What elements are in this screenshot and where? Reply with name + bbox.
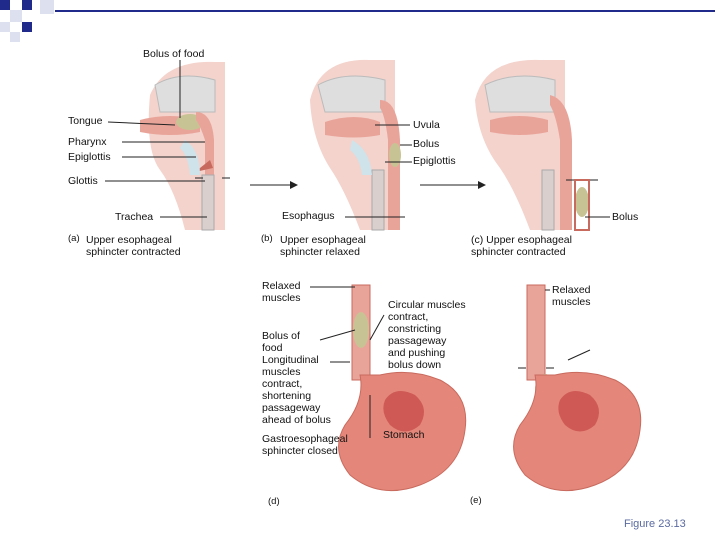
figure-caption: Figure 23.13 — [624, 518, 686, 530]
label-glottis: Glottis — [68, 175, 98, 187]
label-bolus-of-food: Bolus of food — [143, 48, 205, 60]
label-longitudinal-muscles: Longitudinal muscles contract, shortenin… — [262, 354, 331, 426]
panel-label-b: (b) — [261, 233, 273, 244]
label-relaxed-muscles-d: Relaxed muscles — [262, 280, 301, 304]
label-upper-sphincter-contracted-a: Upper esophageal sphincter contracted — [86, 234, 181, 258]
esophagus-stomach-e — [513, 284, 642, 492]
label-esophagus: Esophagus — [282, 210, 335, 222]
panel-label-e: (e) — [470, 495, 482, 506]
label-upper-sphincter-relaxed: Upper esophageal sphincter relaxed — [280, 234, 366, 258]
label-epiglottis-b: Epiglottis — [413, 155, 456, 167]
label-bolus-of-food-d: Bolus of food — [262, 330, 300, 354]
label-stomach: Stomach — [383, 429, 425, 441]
label-bolus-b: Bolus — [413, 138, 440, 150]
bolus-b — [389, 143, 401, 167]
label-circular-muscles: Circular muscles contract, constricting … — [388, 299, 466, 371]
label-gastroesophageal-closed: Gastroesophageal sphincter closed — [262, 433, 348, 457]
label-pharynx: Pharynx — [68, 136, 107, 148]
label-bolus-c: Bolus — [612, 211, 639, 223]
bolus-d — [353, 312, 369, 348]
label-upper-sphincter-contracted-c: (c) Upper esophageal sphincter contracte… — [471, 234, 572, 258]
label-relaxed-muscles-e: Relaxed muscles — [552, 284, 591, 308]
label-epiglottis: Epiglottis — [68, 151, 111, 163]
label-tongue: Tongue — [68, 115, 103, 127]
label-uvula: Uvula — [413, 119, 440, 131]
bolus-c — [575, 187, 589, 217]
label-trachea: Trachea — [115, 211, 154, 223]
head-section-b — [310, 59, 401, 231]
panel-label-a: (a) — [68, 233, 80, 244]
panel-label-d: (d) — [268, 496, 280, 507]
head-section-a — [140, 61, 225, 231]
leader-lines — [105, 60, 610, 438]
head-section-c — [475, 59, 590, 231]
